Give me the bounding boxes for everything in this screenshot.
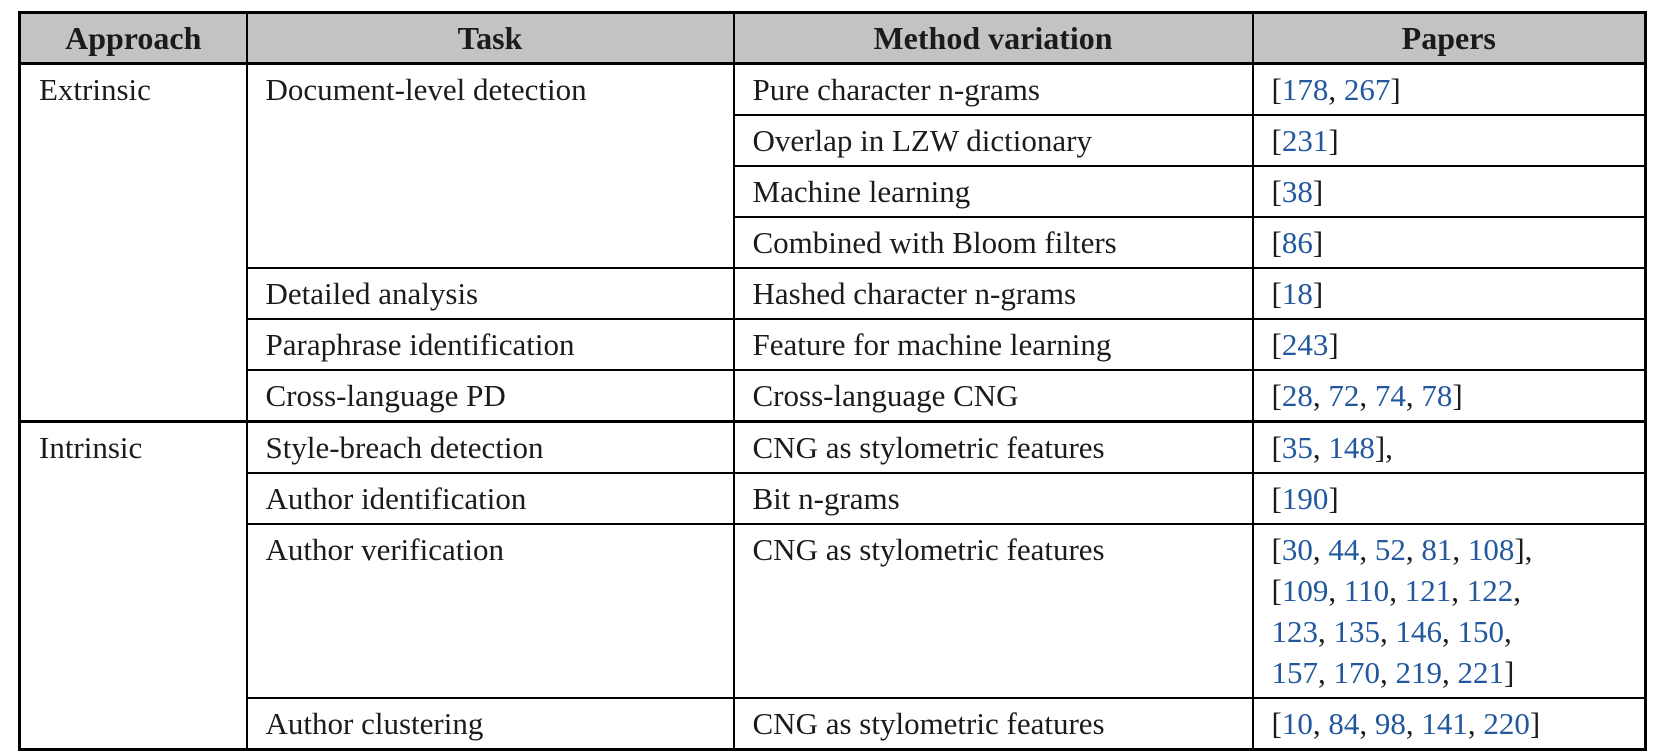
papers-line: [190]	[1271, 481, 1339, 516]
citation-link[interactable]: 52	[1374, 532, 1406, 567]
citation-link[interactable]: 150	[1457, 614, 1505, 649]
citation-link[interactable]: 219	[1395, 655, 1443, 690]
citation-link[interactable]: 86	[1281, 225, 1313, 260]
method-variation-cell: Machine learning	[732, 165, 1254, 218]
citation-link[interactable]: 18	[1281, 276, 1313, 311]
papers-cell: [86]	[1251, 216, 1647, 269]
task-cell: Detailed analysis	[245, 267, 735, 320]
method-variation-cell: Combined with Bloom filters	[732, 216, 1254, 269]
citation-link[interactable]: 84	[1328, 706, 1360, 741]
header-approach: Approach	[18, 11, 248, 65]
task-cell: Author verification	[245, 523, 735, 699]
citation-link[interactable]: 28	[1281, 378, 1313, 413]
method-variation-cell: Overlap in LZW dictionary	[732, 114, 1254, 167]
papers-line: [243]	[1271, 327, 1339, 362]
citation-link[interactable]: 157	[1271, 655, 1319, 690]
papers-line: [178, 267]	[1271, 72, 1401, 107]
task-cell: Style-breach detection	[245, 420, 735, 474]
method-variation-cell: Hashed character n-grams	[732, 267, 1254, 320]
citation-link[interactable]: 221	[1457, 655, 1505, 690]
method-variation-cell: CNG as stylometric features	[732, 523, 1254, 699]
paper-table-region: Approach Task Method variation Papers Ex…	[18, 11, 1647, 751]
citation-link[interactable]: 267	[1343, 72, 1391, 107]
papers-line: [86]	[1271, 225, 1324, 260]
papers-line: [35, 148],	[1271, 430, 1393, 465]
header-method-variation: Method variation	[732, 11, 1254, 65]
task-cell: Paraphrase identification	[245, 318, 735, 371]
citation-link[interactable]: 121	[1404, 573, 1452, 608]
papers-line: 157, 170, 219, 221]	[1271, 655, 1515, 690]
citation-link[interactable]: 231	[1281, 123, 1329, 158]
citation-link[interactable]: 44	[1328, 532, 1360, 567]
citation-link[interactable]: 78	[1421, 378, 1453, 413]
citation-link[interactable]: 135	[1333, 614, 1381, 649]
papers-cell: [28, 72, 74, 78]	[1251, 369, 1647, 423]
citation-link[interactable]: 123	[1271, 614, 1319, 649]
citation-link[interactable]: 81	[1421, 532, 1453, 567]
papers-cell: [243]	[1251, 318, 1647, 371]
citation-link[interactable]: 122	[1466, 573, 1514, 608]
table-row: Machine learning [38]	[20, 165, 1647, 218]
task-cell: Cross-language PD	[245, 369, 735, 423]
approach-cell: Intrinsic	[18, 420, 248, 751]
method-variation-cell: Bit n-grams	[732, 472, 1254, 525]
task-cell: Author identification	[245, 472, 735, 525]
papers-cell: [190]	[1251, 472, 1647, 525]
citation-link[interactable]: 146	[1395, 614, 1443, 649]
citation-link[interactable]: 109	[1281, 573, 1329, 608]
citation-link[interactable]: 74	[1374, 378, 1406, 413]
citation-link[interactable]: 30	[1281, 532, 1313, 567]
citation-link[interactable]: 35	[1281, 430, 1313, 465]
papers-cell: [30, 44, 52, 81, 108], [109, 110, 121, 12…	[1251, 523, 1647, 699]
citation-link[interactable]: 220	[1483, 706, 1530, 741]
papers-cell: [18]	[1251, 267, 1647, 320]
methods-table: Approach Task Method variation Papers Ex…	[18, 11, 1647, 751]
citation-link[interactable]: 110	[1343, 573, 1390, 608]
citation-link[interactable]: 178	[1281, 72, 1329, 107]
method-variation-cell: Cross-language CNG	[732, 369, 1254, 423]
citation-link[interactable]: 243	[1281, 327, 1329, 362]
citation-link[interactable]: 190	[1281, 481, 1329, 516]
papers-cell: [231]	[1251, 114, 1647, 167]
papers-line: [109, 110, 121, 122,	[1271, 573, 1521, 608]
method-variation-cell: CNG as stylometric features	[732, 420, 1254, 474]
task-cell: Document-level detection	[245, 62, 735, 269]
citation-link[interactable]: 170	[1333, 655, 1381, 690]
table-row: Combined with Bloom filters [86]	[20, 216, 1647, 269]
citation-link[interactable]: 98	[1374, 706, 1406, 741]
method-variation-cell: Pure character n-grams	[732, 62, 1254, 116]
papers-line: [231]	[1271, 123, 1339, 158]
citation-link[interactable]: 141	[1421, 706, 1468, 741]
method-variation-cell: Feature for machine learning	[732, 318, 1254, 371]
papers-cell: [35, 148],	[1251, 420, 1647, 474]
table-row: Overlap in LZW dictionary [231]	[20, 114, 1647, 167]
papers-line: [18]	[1271, 276, 1324, 311]
papers-line: [30, 44, 52, 81, 108],	[1271, 532, 1533, 567]
header-papers: Papers	[1251, 11, 1647, 65]
citation-link[interactable]: 38	[1281, 174, 1313, 209]
papers-line: [38]	[1271, 174, 1324, 209]
approach-cell: Extrinsic	[18, 62, 248, 423]
header-row: Approach Task Method variation Papers	[18, 11, 1647, 65]
papers-cell: [178, 267]	[1251, 62, 1647, 116]
papers-cell: [38]	[1251, 165, 1647, 218]
papers-line: 123, 135, 146, 150,	[1271, 614, 1512, 649]
citation-link[interactable]: 72	[1328, 378, 1360, 413]
citation-link[interactable]: 108	[1467, 532, 1515, 567]
papers-line: [10, 84, 98, 141, 220]	[1271, 706, 1541, 741]
header-task: Task	[245, 11, 735, 65]
citation-link[interactable]: 10	[1281, 706, 1313, 741]
citation-link[interactable]: 148	[1328, 430, 1375, 465]
papers-line: [28, 72, 74, 78]	[1271, 378, 1463, 413]
